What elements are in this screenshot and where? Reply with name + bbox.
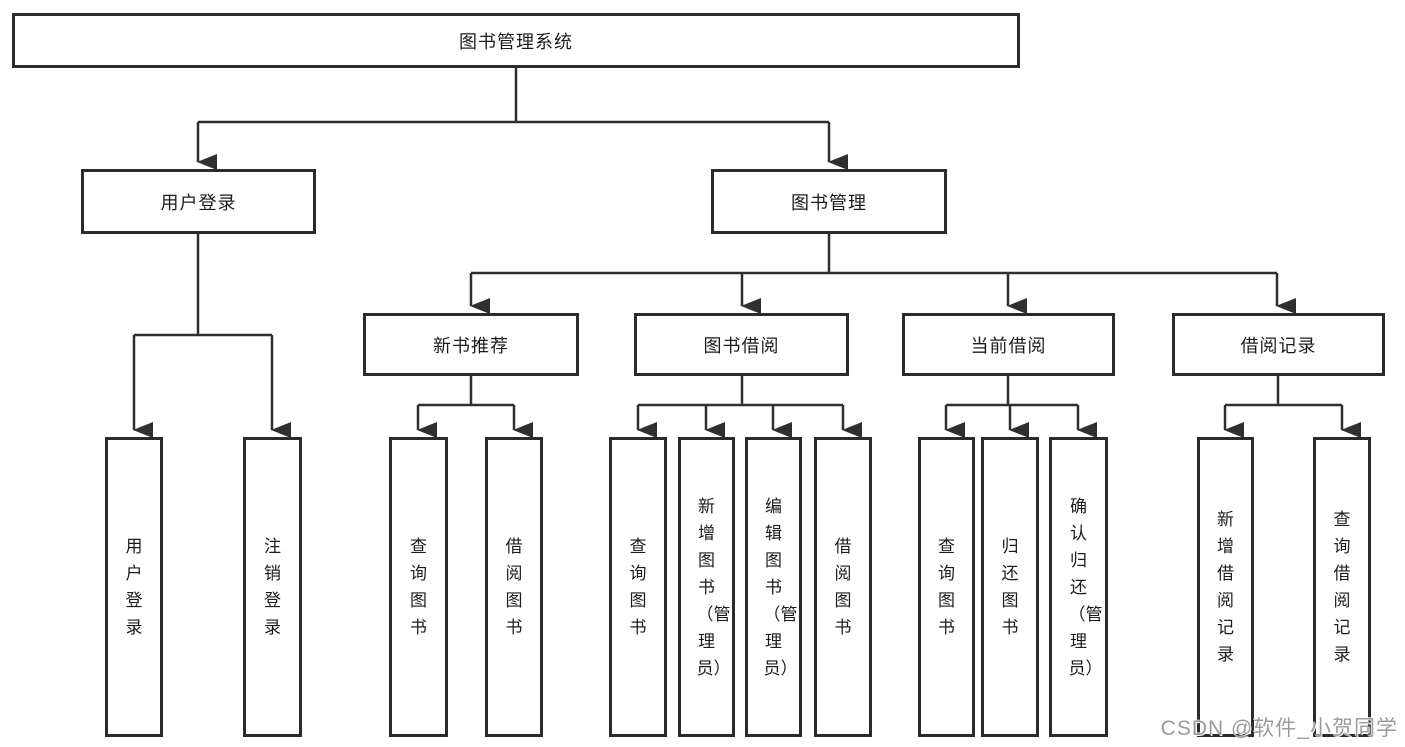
- leaf-query-borrow-record-label: 查询借阅记录: [1333, 510, 1351, 664]
- leaf-borrow-book-recommend-label: 借阅图书: [505, 537, 523, 637]
- leaf-query-book-borrow: 查询图书: [609, 437, 667, 737]
- leaf-query-book-recommend-label: 查询图书: [410, 537, 427, 637]
- leaf-add-book-admin-label: 新增图书（管理员）: [696, 496, 731, 678]
- node-book-management: 图书管理: [711, 169, 947, 234]
- leaf-return-book: 归还图书: [981, 437, 1039, 737]
- leaf-query-book-recommend: 查询图书: [389, 437, 448, 737]
- leaf-borrow-book: 借阅图书: [814, 437, 872, 737]
- node-user-login: 用户登录: [81, 169, 316, 234]
- leaf-query-book-borrow-label: 查询图书: [629, 537, 647, 637]
- node-book-management-label: 图书管理: [791, 192, 867, 213]
- leaf-confirm-return-admin-label: 确认归还（管理员）: [1068, 496, 1103, 678]
- node-current-borrow: 当前借阅: [902, 313, 1115, 376]
- leaf-query-current-borrow: 查询图书: [918, 437, 975, 737]
- leaf-add-book-admin: 新增图书（管理员）: [678, 437, 735, 737]
- leaf-edit-book-admin: 编辑图书（管理员）: [745, 437, 802, 737]
- node-borrow-records: 借阅记录: [1172, 313, 1385, 376]
- node-new-book-recommend: 新书推荐: [363, 313, 579, 376]
- leaf-confirm-return-admin: 确认归还（管理员）: [1049, 437, 1108, 737]
- leaf-logout: 注销登录: [243, 437, 302, 737]
- csdn-watermark: CSDN @软件_小贺同学: [1160, 717, 1398, 740]
- node-book-borrow-label: 图书借阅: [703, 335, 780, 356]
- node-root-label: 图书管理系统: [459, 31, 573, 52]
- node-new-book-recommend-label: 新书推荐: [433, 335, 509, 356]
- leaf-add-borrow-record-label: 新增借阅记录: [1217, 510, 1234, 664]
- leaf-return-book-label: 归还图书: [1001, 537, 1019, 637]
- node-root: 图书管理系统: [12, 13, 1020, 68]
- leaf-query-borrow-record: 查询借阅记录: [1313, 437, 1371, 737]
- node-user-login-label: 用户登录: [160, 192, 237, 213]
- leaf-logout-label: 注销登录: [264, 537, 281, 637]
- leaf-borrow-book-label: 借阅图书: [834, 537, 852, 637]
- leaf-borrow-book-recommend: 借阅图书: [485, 437, 543, 737]
- leaf-add-borrow-record: 新增借阅记录: [1197, 437, 1254, 737]
- node-book-borrow: 图书借阅: [634, 313, 849, 376]
- node-borrow-records-label: 借阅记录: [1240, 335, 1317, 356]
- leaf-query-current-borrow-label: 查询图书: [938, 537, 955, 637]
- leaf-edit-book-admin-label: 编辑图书（管理员）: [763, 496, 798, 678]
- node-current-borrow-label: 当前借阅: [970, 335, 1047, 356]
- leaf-user-login: 用户登录: [105, 437, 163, 737]
- leaf-user-login-label: 用户登录: [125, 537, 143, 637]
